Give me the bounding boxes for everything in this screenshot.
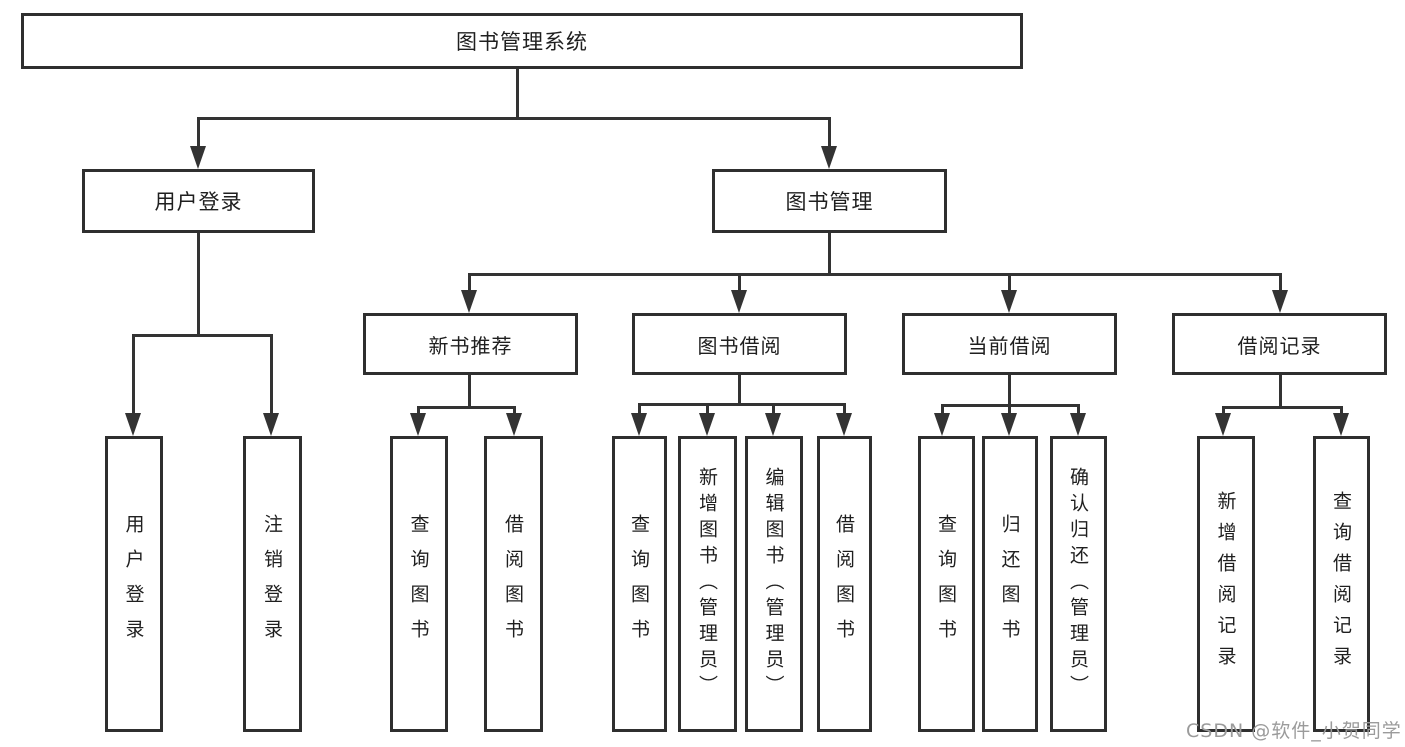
connector-arrowhead [410,413,426,436]
connector-arrowhead [1001,290,1017,313]
connector-arrowhead [125,413,141,436]
connector-line [197,117,831,120]
connector-line [270,334,273,416]
leaf-query-books-borrow: 查询图书 [612,436,667,732]
leaf-add-borrow-record: 新增借阅记录 [1197,436,1255,732]
connector-line [638,403,846,406]
connector-arrowhead [631,413,647,436]
watermark: CSDN @软件_小贺同学 [1186,720,1402,742]
leaf-add-books-admin: 新增图书（管理员） [678,436,737,732]
connector-arrowhead [506,413,522,436]
connector-line [1008,273,1011,295]
connector-line [468,375,471,408]
node-new-book-recommend: 新书推荐 [363,313,578,375]
connector-arrowhead [836,413,852,436]
leaf-user-login: 用户登录 [105,436,163,732]
leaf-borrow-books-recommend: 借阅图书 [484,436,543,732]
leaf-return-books: 归还图书 [982,436,1038,732]
connector-line [1008,375,1011,407]
connector-line [516,69,519,119]
connector-arrowhead [1215,413,1231,436]
connector-arrowhead [1070,413,1086,436]
connector-line [1222,406,1343,409]
leaf-logout: 注销登录 [243,436,302,732]
connector-arrowhead [1272,290,1288,313]
connector-line [417,406,420,418]
connector-line [738,375,741,406]
connector-arrowhead [731,290,747,313]
connector-arrowhead [263,413,279,436]
node-current-borrow: 当前借阅 [902,313,1117,375]
connector-arrowhead [821,146,837,169]
leaf-query-books-recommend: 查询图书 [390,436,448,732]
connector-arrowhead [934,413,950,436]
node-book-management: 图书管理 [712,169,947,233]
connector-line [638,403,641,416]
connector-line [197,233,200,337]
connector-line [468,273,1282,276]
connector-line [738,273,741,295]
connector-line [828,117,831,151]
node-root: 图书管理系统 [21,13,1023,69]
connector-line [132,334,135,416]
connector-arrowhead [190,146,206,169]
leaf-query-borrow-record: 查询借阅记录 [1313,436,1370,732]
connector-arrowhead [1333,413,1349,436]
node-book-borrow: 图书借阅 [632,313,847,375]
connector-line [1279,273,1282,295]
leaf-edit-books-admin: 编辑图书（管理员） [745,436,803,732]
connector-line [1222,406,1225,418]
node-borrow-records: 借阅记录 [1172,313,1387,375]
node-user-login: 用户登录 [82,169,315,233]
leaf-confirm-return-admin: 确认归还（管理员） [1050,436,1107,732]
connector-line [468,273,471,295]
connector-line [843,403,846,416]
connector-line [1077,404,1080,416]
connector-line [1279,375,1282,408]
connector-arrowhead [461,290,477,313]
connector-line [828,233,831,276]
connector-line [197,117,200,151]
connector-line [941,404,944,416]
connector-line [1008,404,1011,416]
connector-line [417,406,516,409]
connector-line [772,403,775,416]
leaf-query-books-current: 查询图书 [918,436,975,732]
connector-arrowhead [699,413,715,436]
connector-arrowhead [1001,413,1017,436]
connector-arrowhead [765,413,781,436]
connector-line [132,334,273,337]
connector-line [1340,406,1343,418]
connector-line [513,406,516,418]
leaf-borrow-books: 借阅图书 [817,436,872,732]
connector-line [706,403,709,416]
